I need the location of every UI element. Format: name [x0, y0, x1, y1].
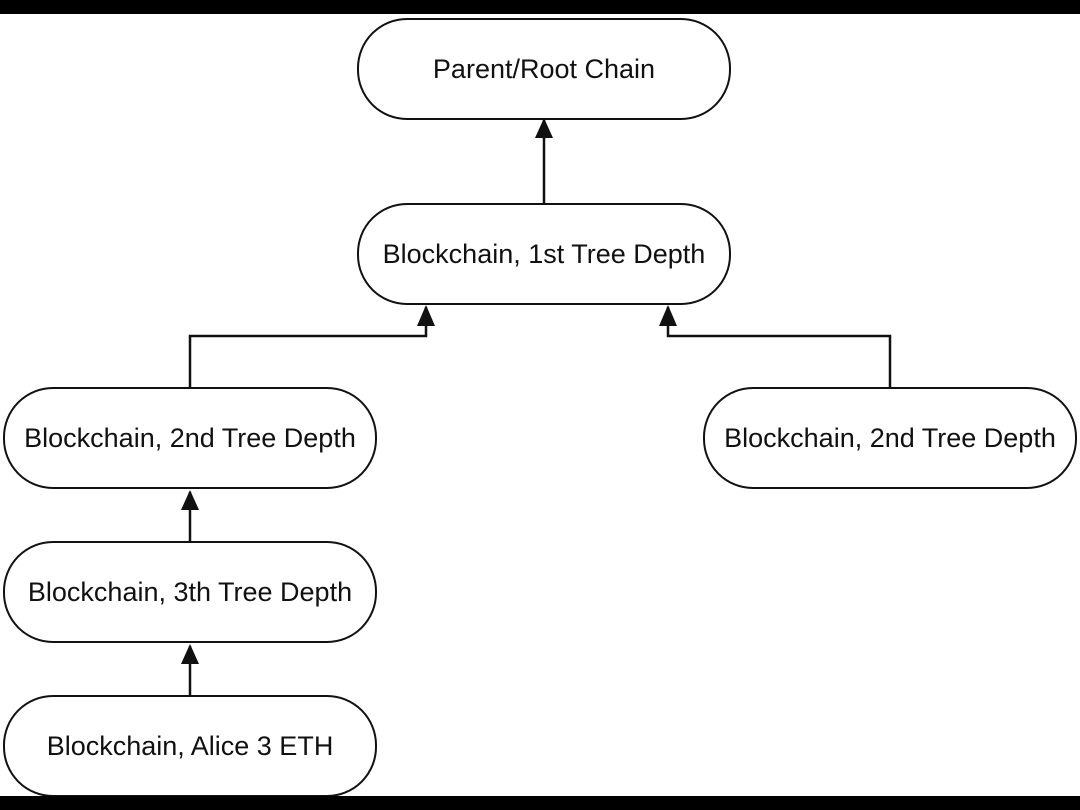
- arrowhead-depth3: [181, 644, 199, 664]
- tree-depth-3-node: Blockchain, 3th Tree Depth: [3, 541, 377, 643]
- edge-depth2-right-to-depth1: [666, 307, 892, 388]
- edges-layer: [181, 118, 892, 696]
- tree-depth-2-left-label: Blockchain, 2nd Tree Depth: [24, 422, 356, 453]
- tree-depth-1-label: Blockchain, 1st Tree Depth: [382, 238, 706, 269]
- edge-depth2-left-to-depth1: [188, 307, 428, 388]
- tree-depth-3-label: Blockchain, 3th Tree Depth: [27, 576, 353, 607]
- arrowhead-root: [535, 118, 553, 138]
- arrowhead-depth1-left: [417, 305, 435, 326]
- tree-depth-2-right-label: Blockchain, 2nd Tree Depth: [724, 422, 1056, 453]
- alice-leaf-label: Blockchain, Alice 3 ETH: [46, 730, 334, 761]
- arrowhead-depth1-right: [659, 305, 677, 326]
- tree-depth-2-right-node: Blockchain, 2nd Tree Depth: [703, 387, 1077, 489]
- tree-depth-1-node: Blockchain, 1st Tree Depth: [357, 203, 731, 305]
- arrowhead-depth2-left: [181, 490, 199, 510]
- tree-depth-2-left-node: Blockchain, 2nd Tree Depth: [3, 387, 377, 489]
- root-chain-node: Parent/Root Chain: [357, 18, 731, 120]
- root-chain-label: Parent/Root Chain: [432, 53, 656, 84]
- alice-leaf-node: Blockchain, Alice 3 ETH: [3, 695, 377, 796]
- diagram-canvas: Parent/Root Chain Blockchain, 1st Tree D…: [0, 14, 1080, 796]
